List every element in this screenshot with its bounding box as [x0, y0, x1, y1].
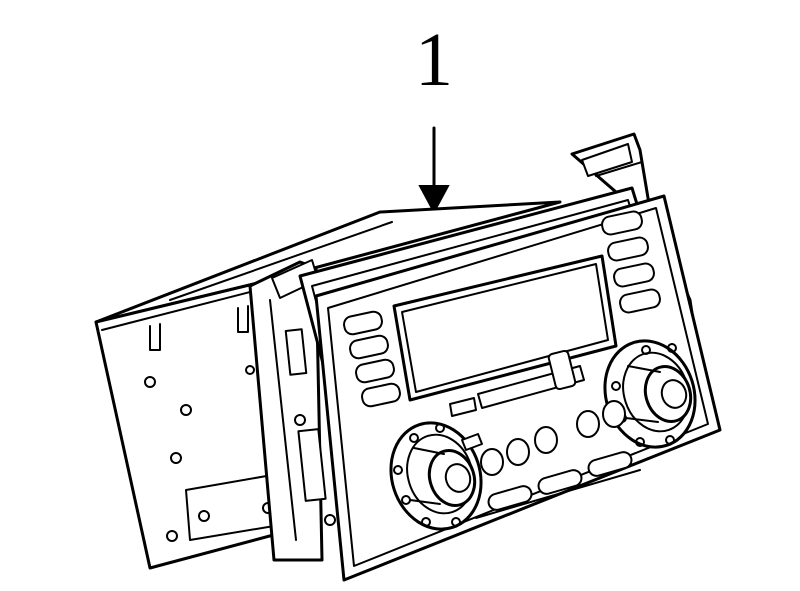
lower-oval-buttons — [475, 451, 641, 519]
media-slot — [449, 349, 585, 417]
left-button-column — [343, 310, 401, 408]
right-button-column — [601, 210, 661, 314]
left-knob — [389, 421, 483, 531]
chassis-housing — [94, 200, 562, 570]
center-round-buttons — [461, 400, 626, 476]
display-window — [392, 254, 618, 402]
right-knob — [603, 339, 697, 449]
callout-number-1: 1 — [415, 18, 453, 102]
mounting-bracket-left — [248, 259, 336, 562]
callout-arrow — [418, 126, 450, 215]
